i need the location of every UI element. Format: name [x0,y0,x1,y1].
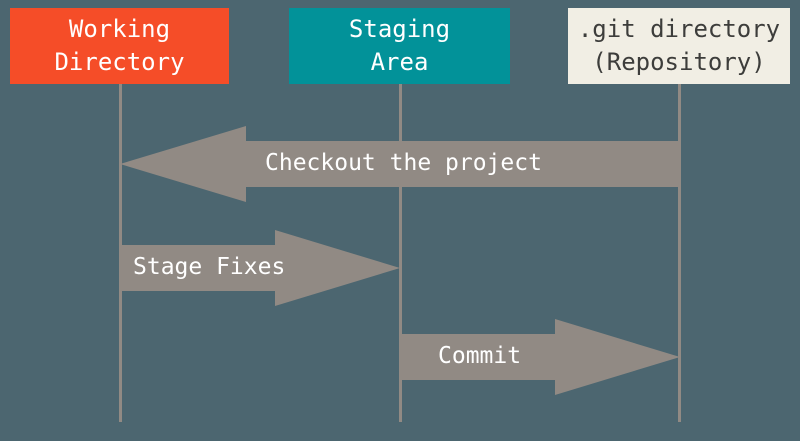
commit-arrow [401,319,680,395]
lifeline-working [119,84,122,422]
stage-fixes-arrow [121,230,400,306]
node-staging-area-line2: Area [370,48,429,76]
node-git-directory-line2: (Repository) [592,48,766,76]
arrows-group [120,126,680,395]
node-git-directory: .git directory (Repository) [568,8,790,84]
node-working-directory-line1: Working [68,15,171,43]
arrow-label-stage-fixes: Stage Fixes [133,254,286,280]
lifeline-staging [399,84,402,422]
node-working-directory: Working Directory [10,8,229,84]
arrow-label-commit: Commit [438,343,522,369]
node-working-directory-line2: Directory [54,48,185,76]
node-staging-area-line1: Staging [348,15,451,43]
node-git-directory-line1: .git directory [577,15,781,43]
lifelines-group [119,84,681,422]
node-staging-area: Staging Area [289,8,510,84]
checkout-arrow [120,126,679,202]
lifeline-repo [678,84,681,422]
arrow-label-checkout: Checkout the project [265,150,542,176]
